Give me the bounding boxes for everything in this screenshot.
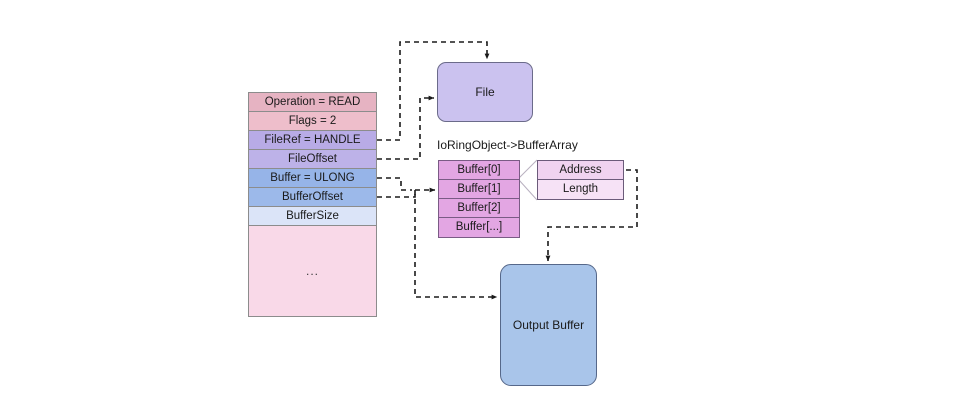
sqe-row-filler: ... [249,226,376,316]
output-buffer-node: Output Buffer [500,264,597,386]
connector-bufferoffset-to-bufferarray [377,187,436,198]
connector-fileoffset-to-file [377,95,435,160]
buffer-descriptor-row-address: Address [538,161,623,180]
file-node: File [437,62,533,122]
buffer-array-table: Buffer[0] Buffer[1] Buffer[2] Buffer[...… [438,160,520,238]
buffer-array-row-1: Buffer[1] [439,180,519,199]
buffer-descriptor-row-length: Length [538,180,623,199]
bufferarray-title: IoRingObject->BufferArray [437,138,578,152]
connector-fileref-to-file [377,41,490,141]
buffer-array-row-2: Buffer[2] [439,199,519,218]
connector-address-to-outputbuffer [545,169,638,262]
buffer-descriptor-table: Address Length [537,160,624,200]
sqe-row-fileref: FileRef = HANDLE [249,131,376,150]
sqe-row-fileoffset: FileOffset [249,150,376,169]
io-ring-sqe-struct: Operation = READ Flags = 2 FileRef = HAN… [248,92,377,317]
output-buffer-node-label: Output Buffer [512,318,585,332]
sqe-row-buffersize: BufferSize [249,207,376,226]
sqe-row-bufferoffset: BufferOffset [249,188,376,207]
buffer-array-row-0: Buffer[0] [439,161,519,180]
file-node-label: File [475,85,495,99]
sqe-row-buffer: Buffer = ULONG [249,169,376,188]
connector-buffer-to-junction [377,177,412,191]
sqe-row-operation: Operation = READ [249,93,376,112]
sqe-row-flags: Flags = 2 [249,112,376,131]
leader-lines [518,159,538,201]
buffer-array-row-ellipsis: Buffer[...] [439,218,519,237]
